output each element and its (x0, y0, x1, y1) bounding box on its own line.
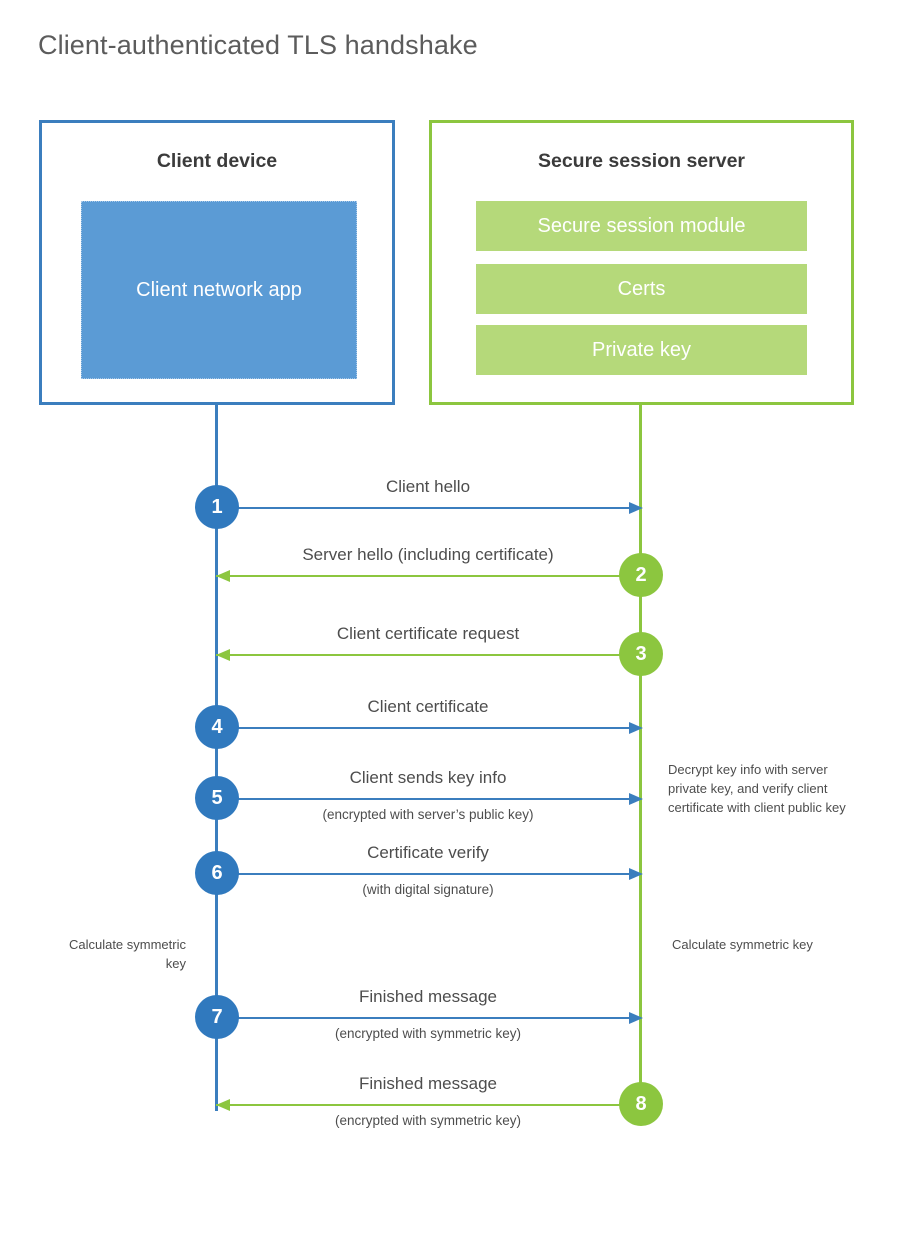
message-sublabel-6: (with digital signature) (362, 882, 494, 897)
step-badge-6[interactable]: 6 (195, 851, 239, 895)
message-label-1: Client hello (385, 477, 471, 496)
step-badge-5[interactable]: 5 (195, 776, 239, 820)
client-network-app-block: Client network app (81, 201, 357, 379)
arrowhead-right-icon (629, 793, 643, 805)
annotation-calculate-symmetric-key-server: Calculate symmetric key (672, 937, 813, 952)
message-label-5: Client sends key info (349, 768, 507, 787)
arrowhead-left-icon (216, 570, 230, 582)
secure-session-server-box: Secure session server Secure session mod… (429, 120, 854, 405)
arrowhead-right-icon (629, 722, 643, 734)
arrowhead-left-icon (216, 649, 230, 661)
client-network-app-label: Client network app (136, 278, 302, 301)
client-device-title: Client device (156, 150, 278, 172)
message-arrow-1 (216, 507, 640, 509)
message-arrow-3 (216, 654, 640, 656)
page-title: Client-authenticated TLS handshake (38, 30, 478, 60)
step-badge-3[interactable]: 3 (619, 632, 663, 676)
message-sublabel-7: (encrypted with symmetric key) (334, 1026, 522, 1041)
secure-session-server-title: Secure session server (537, 150, 746, 172)
server-lifeline (639, 403, 642, 1103)
message-arrow-7 (216, 1017, 640, 1019)
arrowhead-left-icon (216, 1099, 230, 1111)
server-component-certs: Certs (476, 264, 807, 314)
message-arrow-4 (216, 727, 640, 729)
arrowhead-right-icon (629, 1012, 643, 1024)
client-lifeline (215, 403, 218, 1111)
step-badge-2[interactable]: 2 (619, 553, 663, 597)
message-label-2: Server hello (including certificate) (302, 545, 554, 564)
server-component-private-key: Private key (476, 325, 807, 375)
message-label-4: Client certificate (367, 697, 489, 716)
message-label-8: Finished message (359, 1074, 497, 1093)
message-arrow-8 (216, 1104, 640, 1106)
message-sublabel-8: (encrypted with symmetric key) (334, 1113, 522, 1128)
arrowhead-right-icon (629, 502, 643, 514)
step-badge-8[interactable]: 8 (619, 1082, 663, 1126)
message-label-7: Finished message (359, 987, 497, 1006)
message-sublabel-5: (encrypted with server’s public key) (322, 807, 534, 822)
arrowhead-right-icon (629, 868, 643, 880)
server-component-secure-session-module: Secure session module (476, 201, 807, 251)
step-badge-4[interactable]: 4 (195, 705, 239, 749)
message-label-3: Client certificate request (336, 624, 520, 643)
annotation-decrypt-key-info: Decrypt key info with server private key… (668, 762, 846, 815)
message-arrow-6 (216, 873, 640, 875)
client-device-box: Client device Client network app (39, 120, 395, 405)
annotation-calculate-symmetric-key-client: Calculate symmetric key (68, 937, 186, 971)
step-badge-1[interactable]: 1 (195, 485, 239, 529)
message-arrow-5 (216, 798, 640, 800)
step-badge-7[interactable]: 7 (195, 995, 239, 1039)
message-arrow-2 (216, 575, 640, 577)
message-label-6: Certificate verify (367, 843, 489, 862)
